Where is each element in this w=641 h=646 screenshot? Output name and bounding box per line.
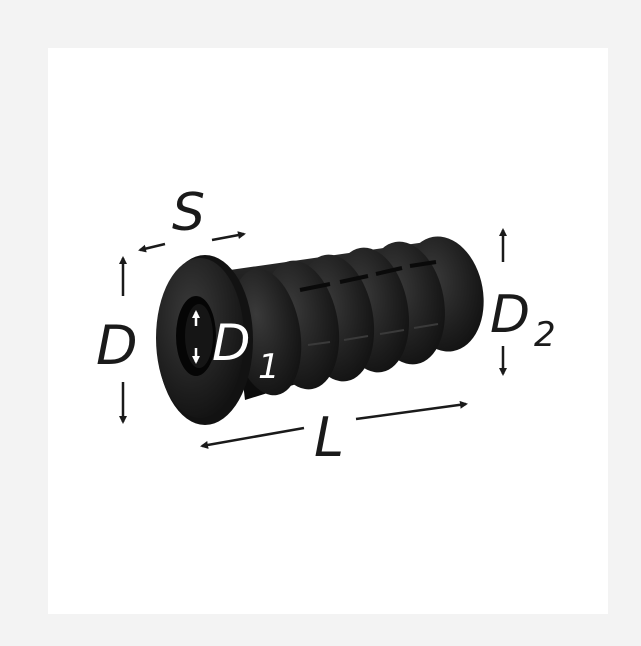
d1-subscript: 1: [258, 347, 280, 387]
d1-label: D: [212, 314, 251, 372]
s-label: S: [172, 183, 205, 243]
l-label: L: [314, 406, 344, 469]
d-dimension: D: [96, 256, 138, 424]
threaded-insert-part: [156, 236, 484, 425]
d2-subscript: 2: [534, 315, 556, 355]
d1-dimension: D 1: [192, 310, 280, 387]
d2-label: D: [490, 285, 530, 345]
s-dimension: S: [138, 183, 246, 253]
d-label: D: [96, 314, 138, 377]
l-dimension: L: [200, 400, 468, 469]
d2-dimension: D 2: [490, 228, 556, 376]
